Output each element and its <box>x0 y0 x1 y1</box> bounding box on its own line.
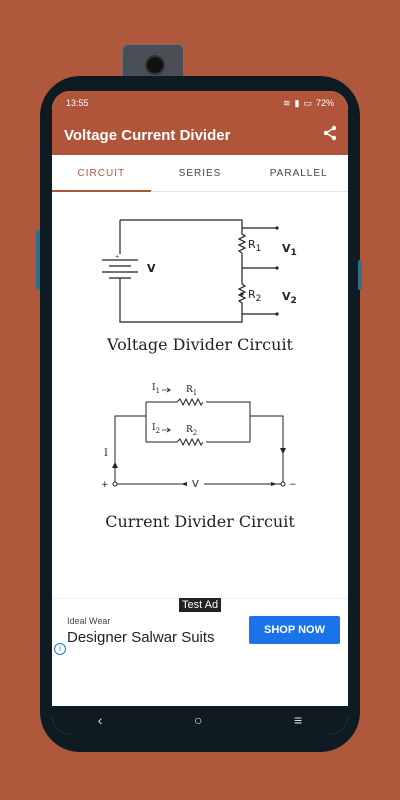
shop-now-button[interactable]: SHOP NOW <box>249 616 340 644</box>
voltage-divider-caption: Voltage Divider Circuit <box>107 335 293 354</box>
ad-info-icon[interactable]: i <box>54 643 66 655</box>
i1-label: I1 <box>152 383 160 395</box>
share-icon[interactable] <box>322 125 338 146</box>
wifi-icon: ≋ <box>282 97 291 108</box>
tab-parallel[interactable]: PARALLEL <box>269 167 328 179</box>
circuit-content: + V R1 R2 V1 V2 Voltage Divider Circuit <box>52 192 348 620</box>
app-screen: 13:55 ≋ ▮ ▭ 72% Voltage Current Divider … <box>52 91 348 734</box>
current-divider-diagram: I1 R1 I2 R2 I V + − <box>101 383 297 490</box>
popup-camera <box>122 44 184 82</box>
r2-current-label: R2 <box>186 425 197 437</box>
current-divider-caption: Current Divider Circuit <box>105 512 295 531</box>
r1-current-label: R1 <box>186 385 197 397</box>
tab-series[interactable]: SERIES <box>178 167 222 179</box>
home-icon[interactable]: ○ <box>194 712 203 728</box>
app-title: Voltage Current Divider <box>64 126 231 144</box>
test-ad-badge: Test Ad <box>179 598 222 612</box>
recents-icon[interactable]: ≡ <box>294 712 303 728</box>
minus-label: − <box>289 480 297 490</box>
app-bar: Voltage Current Divider <box>52 115 348 155</box>
ad-banner[interactable]: Test Ad Ideal Wear Designer Salwar Suits… <box>52 598 348 663</box>
phone-side-button <box>36 230 40 290</box>
tab-bar: CIRCUIT SERIES PARALLEL <box>52 155 348 192</box>
v2-label: V2 <box>282 290 297 306</box>
source-voltage-label: V <box>147 262 156 275</box>
v1-label: V1 <box>282 242 297 258</box>
signal-icon: ▮ <box>294 97 300 108</box>
back-icon[interactable]: ‹ <box>97 712 103 728</box>
battery-icon: ▭ <box>303 97 312 108</box>
ad-brand: Ideal Wear <box>67 616 111 626</box>
voltage-divider-diagram: + V R1 R2 V1 V2 <box>102 219 297 323</box>
plus-label: + <box>101 480 109 490</box>
phone-volume-button <box>358 260 362 290</box>
ad-headline[interactable]: Designer Salwar Suits <box>67 629 215 646</box>
status-time: 13:55 <box>66 98 89 108</box>
status-bar: 13:55 ≋ ▮ ▭ 72% <box>52 91 348 115</box>
i2-label: I2 <box>152 423 160 435</box>
system-nav-bar: ‹ ○ ≡ <box>52 706 348 734</box>
total-current-label: I <box>104 448 108 459</box>
tab-circuit[interactable]: CIRCUIT <box>52 155 151 192</box>
status-icons: ≋ ▮ ▭ 72% <box>283 98 334 109</box>
camera-lens-icon <box>145 55 165 75</box>
r2-label: R2 <box>248 288 261 304</box>
svg-text:+: + <box>115 254 119 260</box>
voltage-label: V <box>192 479 199 490</box>
r1-label: R1 <box>248 238 261 254</box>
battery-percent: 72% <box>315 98 334 108</box>
